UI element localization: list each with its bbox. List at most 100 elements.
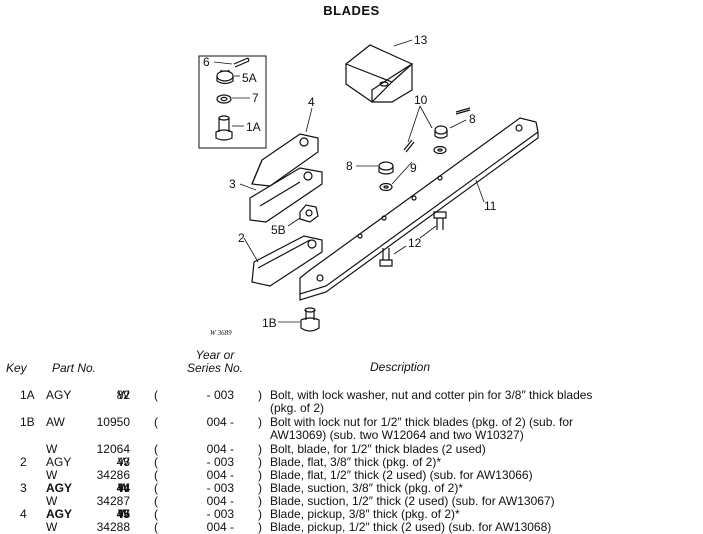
- figure-id: W 3689: [210, 329, 232, 337]
- bolt-12-left: [379, 248, 393, 267]
- bolt-12-right: [433, 211, 447, 230]
- cell-num: 82: [116, 388, 130, 402]
- table-row: (pkg. of 2): [0, 402, 703, 415]
- cell-prefix: W: [46, 468, 58, 482]
- callout-8-right: 8: [469, 112, 476, 126]
- castle-nut-5A: [216, 69, 234, 85]
- cell-key: 1A: [20, 388, 35, 402]
- cell-num: 12064: [96, 442, 130, 456]
- cell-w: W: [118, 455, 130, 469]
- header-year-series: Year or Series No.: [186, 348, 244, 375]
- cell-num: 34286: [96, 468, 130, 482]
- cell-w: W: [118, 481, 130, 495]
- cell-par1: (: [154, 455, 158, 469]
- cell-desc: Blade, pickup, 3/8″ thick (pkg. of 2)*: [270, 507, 460, 521]
- cell-key: 4: [20, 507, 27, 521]
- blade-3-suction: [249, 167, 323, 223]
- cotter-pin-6: [233, 57, 250, 68]
- callout-1B: 1B: [262, 316, 277, 330]
- cell-ser: 004 -: [206, 494, 234, 508]
- cell-desc: Blade, flat, 1/2″ thick (2 used) (sub. f…: [270, 468, 533, 482]
- cell-desc: (pkg. of 2): [270, 401, 325, 415]
- cell-num: 34287: [96, 494, 130, 508]
- callout-6: 6: [203, 55, 210, 69]
- cell-prefix: W: [46, 442, 58, 456]
- cell-prefix: AGY: [46, 388, 72, 402]
- cell-w: W: [118, 388, 130, 402]
- callout-3: 3: [229, 177, 236, 191]
- cell-prefix: AGY: [46, 455, 72, 469]
- cell-par1: (: [154, 442, 158, 456]
- cell-par2: ): [258, 507, 262, 521]
- cotter-pin-10b: [403, 139, 415, 153]
- bolt-1A: [215, 115, 233, 141]
- cell-par1: (: [154, 520, 158, 534]
- callout-10: 10: [414, 93, 428, 107]
- cell-desc: Bolt, blade, for 1/2″ thick blades (2 us…: [270, 442, 486, 456]
- cell-par2: ): [258, 388, 262, 402]
- cell-w: W: [118, 507, 130, 521]
- cell-ser: 004 -: [206, 468, 234, 482]
- castle-nut-8-right: [434, 125, 448, 139]
- callout-7: 7: [252, 91, 259, 105]
- cell-num: 34288: [96, 520, 130, 534]
- callout-1A: 1A: [246, 120, 261, 134]
- callout-11: 11: [484, 199, 497, 213]
- cell-par1: (: [154, 494, 158, 508]
- blade-4-pickup: [251, 133, 319, 187]
- callout-13: 13: [414, 33, 428, 47]
- callout-2: 2: [238, 231, 245, 245]
- cell-ser: 004 -: [206, 520, 234, 534]
- cell-prefix: AW: [46, 415, 65, 429]
- bolt-1B: [300, 307, 320, 332]
- cell-desc: AW13069) (sub. two W12064 and two W10327…: [270, 428, 524, 442]
- cell-prefix: AGY: [46, 507, 73, 521]
- cell-ser: - 003: [206, 481, 234, 495]
- cell-par2: ): [258, 468, 262, 482]
- cotter-pin-10: [455, 107, 471, 115]
- callout-5B: 5B: [271, 223, 286, 237]
- cell-ser: - 003: [206, 388, 234, 402]
- washer-9-lower: [379, 182, 393, 192]
- cell-desc: Blade, suction, 1/2″ thick (2 used) (sub…: [270, 494, 555, 508]
- cell-num: 10950: [96, 415, 130, 429]
- cell-par2: ): [258, 415, 262, 429]
- cell-par2: ): [258, 455, 262, 469]
- cell-desc: Blade, suction, 3/8″ thick (pkg. of 2)*: [270, 481, 464, 495]
- cell-ser: - 003: [206, 507, 234, 521]
- header-key: Key: [6, 361, 27, 375]
- cell-par2: ): [258, 442, 262, 456]
- cell-par2: ): [258, 494, 262, 508]
- cell-num: 43: [116, 455, 130, 469]
- header-description: Description: [370, 360, 431, 374]
- castle-nut-8-left: [378, 161, 394, 175]
- callout-4: 4: [308, 95, 315, 109]
- washer-9-upper: [433, 145, 447, 155]
- cell-par1: (: [154, 415, 158, 429]
- nut-5B: [299, 204, 319, 223]
- washer-7: [216, 94, 232, 104]
- cell-prefix: AGY: [46, 481, 73, 495]
- header-part-no: Part No.: [52, 361, 97, 375]
- page-title: BLADES: [323, 3, 380, 18]
- cell-desc: Bolt with lock nut for 1/2″ thick blades…: [270, 415, 574, 429]
- cell-key: 1B: [20, 415, 35, 429]
- cell-ser: 004 -: [206, 415, 234, 429]
- cell-num: 45: [116, 507, 130, 521]
- callout-8-left: 8: [346, 159, 353, 173]
- hardware-kit-box: [198, 55, 267, 149]
- cell-num: 44: [116, 481, 130, 495]
- cutter-bar-11: [299, 117, 539, 301]
- cell-prefix: W: [46, 494, 58, 508]
- callout-5A: 5A: [242, 71, 257, 85]
- cell-prefix: W: [46, 520, 58, 534]
- table-row: AW13069) (sub. two W12064 and two W10327…: [0, 429, 703, 442]
- cell-desc: Bolt, with lock washer, nut and cotter p…: [270, 388, 593, 402]
- cell-par1: (: [154, 507, 158, 521]
- cell-key: 3: [20, 481, 27, 495]
- exploded-parts-diagram: 6 5A 7 1A 13 4 3 5B 2 10 8 8 9 11 12 1B …: [198, 33, 539, 337]
